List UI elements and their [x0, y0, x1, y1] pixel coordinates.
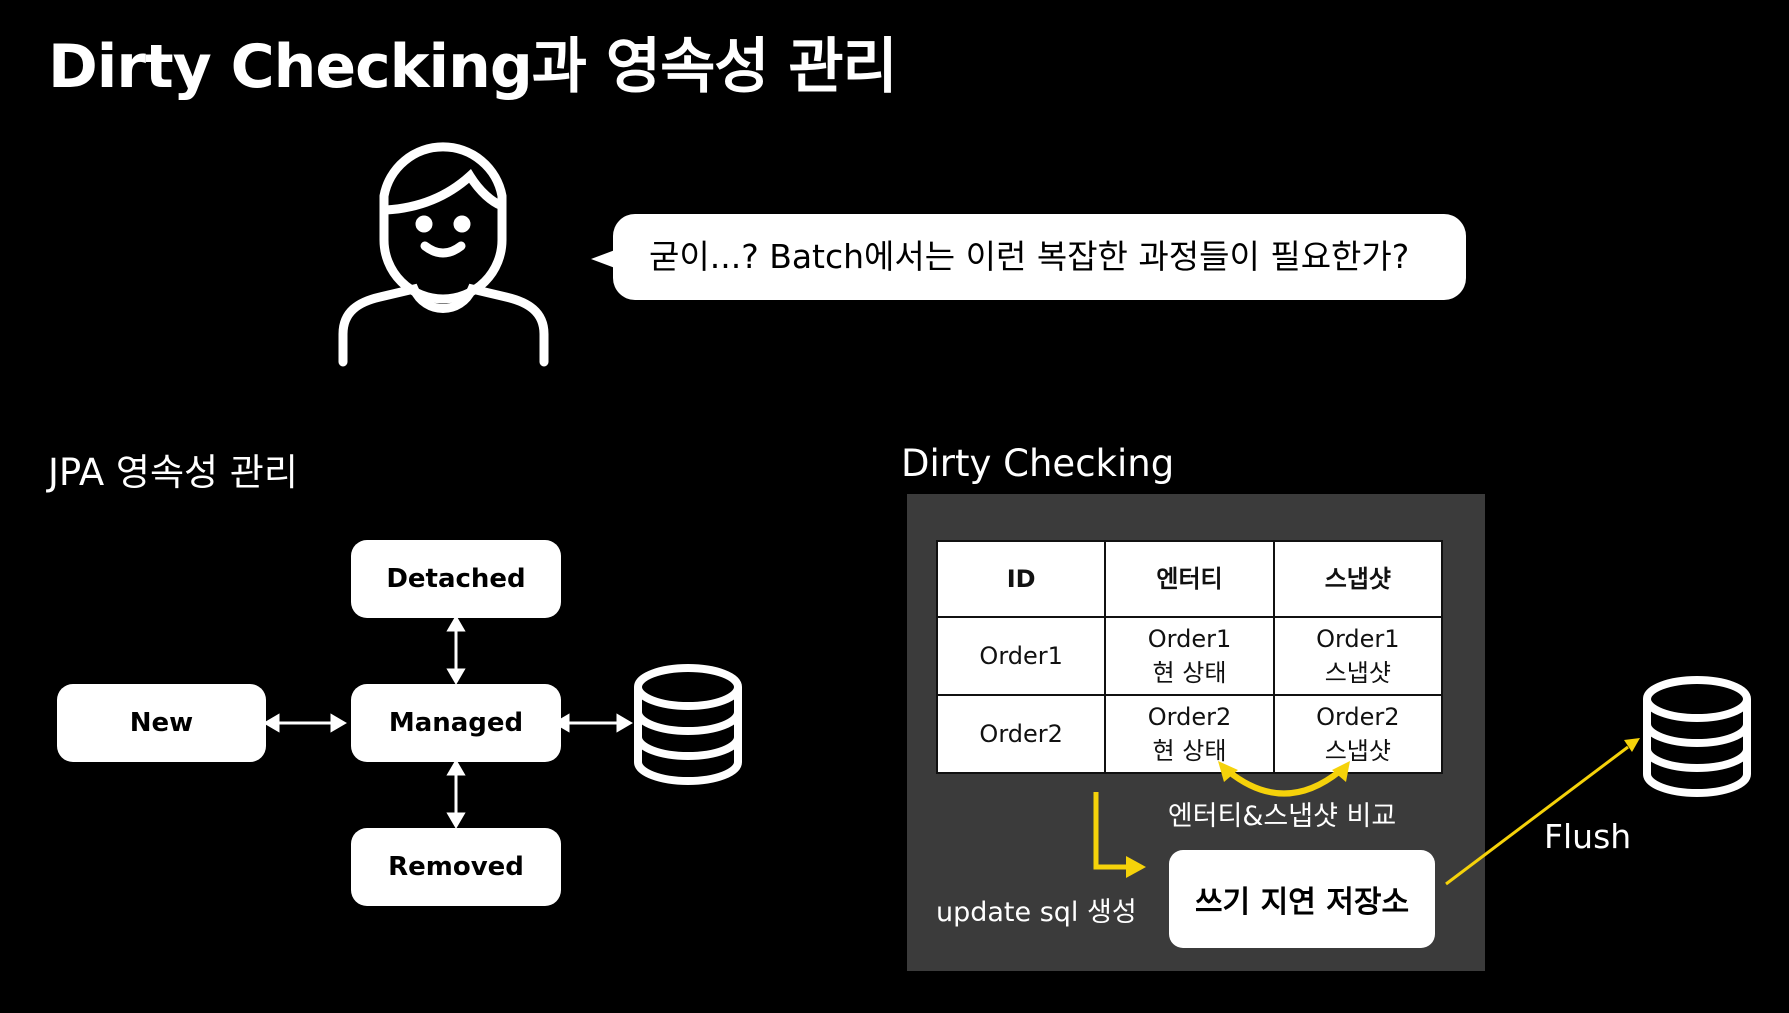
header-snapshot: 스냅샷 — [1272, 540, 1444, 618]
entity-state: 현 상태 — [1152, 659, 1227, 687]
table-row: Order1 Order1 현 상태 Order1 스냅샷 — [935, 616, 1444, 696]
page-title: Dirty Checking과 영속성 관리 — [48, 32, 898, 102]
state-arrows — [263, 615, 633, 829]
state-new: New — [57, 684, 266, 762]
entity-state: 현 상태 — [1152, 737, 1227, 765]
header-entity: 엔터티 — [1104, 540, 1275, 618]
database-target-icon — [1643, 676, 1751, 797]
flush-label: Flush — [1544, 817, 1632, 856]
dirty-checking-heading: Dirty Checking — [901, 442, 1175, 485]
cell-snapshot: Order1 스냅샷 — [1272, 616, 1444, 696]
state-removed: Removed — [351, 828, 561, 906]
header-id: ID — [935, 540, 1107, 618]
snapshot-state: 스냅샷 — [1324, 659, 1391, 687]
state-managed: Managed — [351, 684, 561, 762]
table-header-row: ID 엔터티 스냅샷 — [935, 540, 1444, 618]
database-icon — [634, 664, 742, 785]
sql-arrow — [1093, 792, 1128, 870]
entity-name: Order1 — [1147, 625, 1232, 653]
speech-bubble-tail — [591, 250, 615, 268]
compare-label: 엔터티&스냅샷 비교 — [1167, 801, 1397, 832]
update-sql-label: update sql 생성 — [936, 897, 1137, 928]
table-row: Order2 Order2 현 상태 Order2 스냅샷 — [935, 694, 1444, 774]
cell-id: Order1 — [935, 616, 1107, 696]
flush-arrow-head — [1624, 738, 1640, 752]
compare-arrow-head-left — [1218, 761, 1238, 782]
flush-arrow — [1445, 745, 1629, 886]
cell-entity: Order2 현 상태 — [1104, 694, 1275, 774]
cell-snapshot: Order2 스냅샷 — [1272, 694, 1444, 774]
entity-name: Order2 — [1147, 703, 1232, 731]
snapshot-state: 스냅샷 — [1324, 737, 1391, 765]
snapshot-name: Order1 — [1316, 625, 1400, 653]
jpa-heading: JPA 영속성 관리 — [48, 451, 298, 494]
write-behind-store: 쓰기 지연 저장소 — [1169, 850, 1435, 948]
snapshot-table: ID 엔터티 스냅샷 Order1 Order1 현 상태 Order1 스냅샷… — [935, 540, 1444, 774]
compare-arrow — [1226, 768, 1342, 797]
compare-arrow-head-right — [1332, 761, 1350, 782]
state-detached: Detached — [351, 540, 561, 618]
person-icon — [338, 142, 549, 367]
snapshot-name: Order2 — [1316, 703, 1400, 731]
sql-arrow-head — [1126, 856, 1146, 878]
speech-bubble: 굳이...? Batch에서는 이런 복잡한 과정들이 필요한가? — [613, 214, 1466, 300]
cell-entity: Order1 현 상태 — [1104, 616, 1275, 696]
cell-id: Order2 — [935, 694, 1107, 774]
